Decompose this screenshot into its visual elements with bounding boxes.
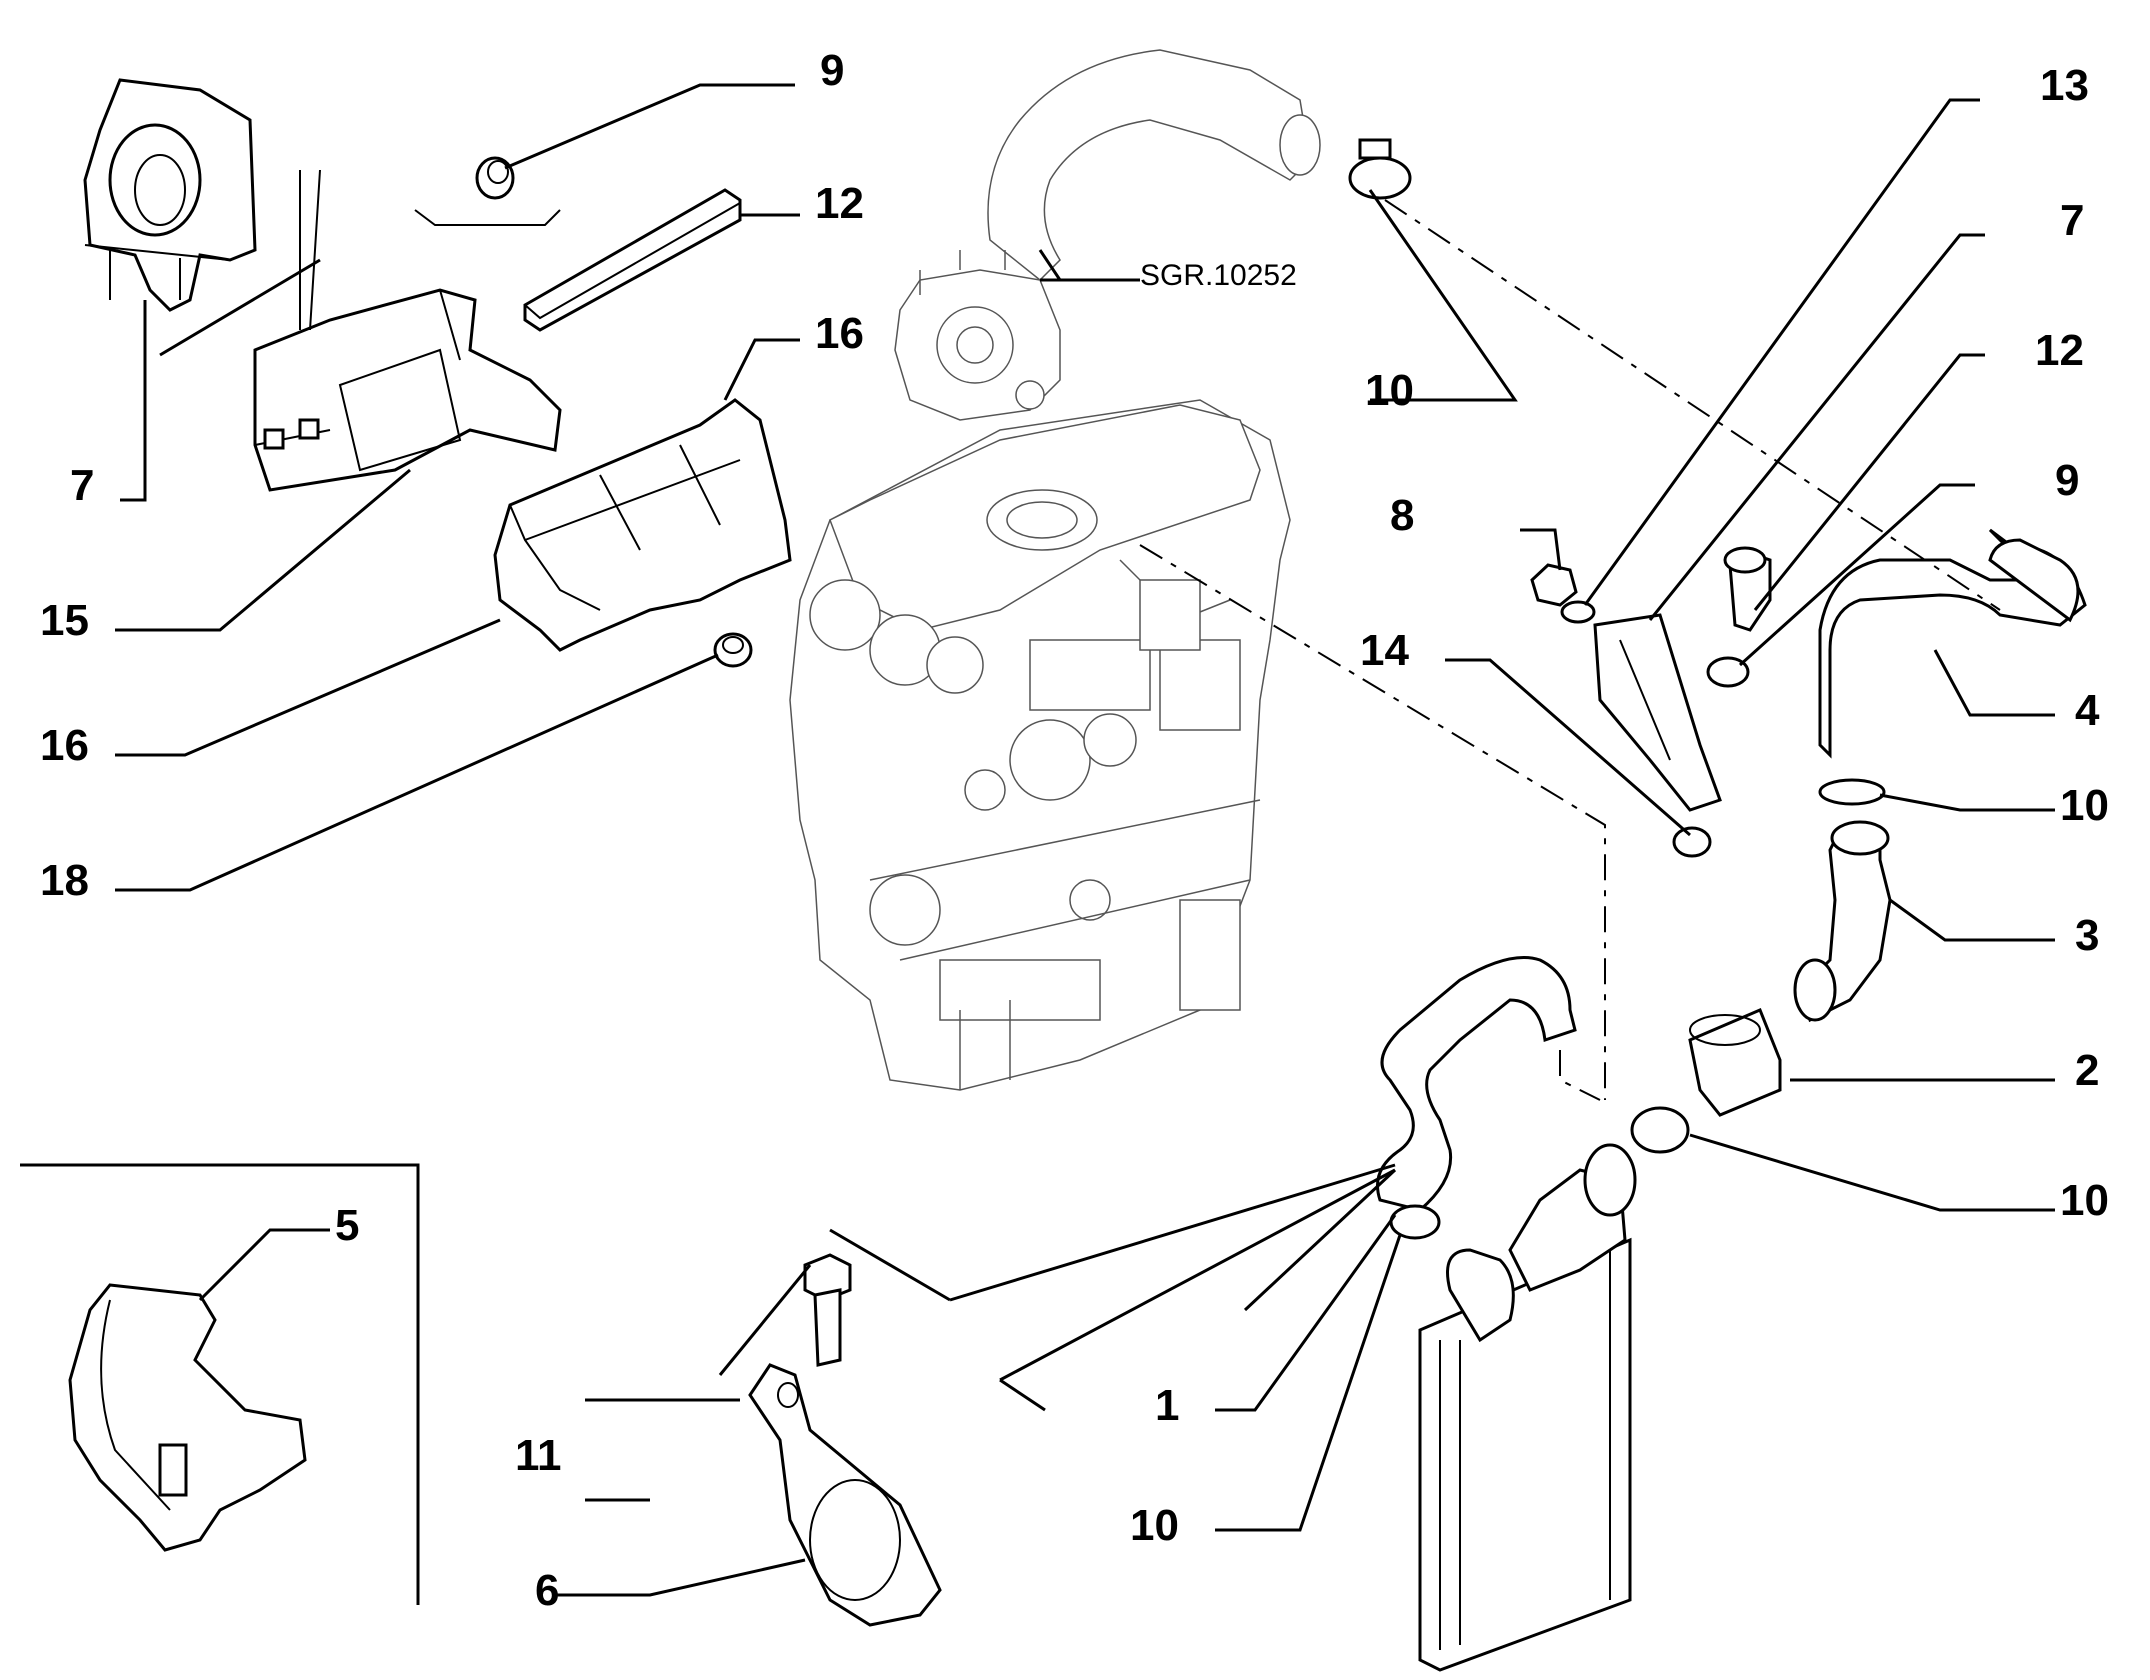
callout-6: 6: [535, 1566, 559, 1615]
bracket-lines-top: [414, 209, 561, 226]
sleeve-2: [1688, 1008, 1782, 1117]
hose-4: [1818, 528, 2087, 759]
bracket-7-top: [83, 78, 257, 312]
clamp-10-lower: [1389, 1204, 1441, 1240]
washer-13: [1560, 600, 1596, 624]
callout-16-top: 16: [815, 309, 864, 358]
callout-8: 8: [1390, 491, 1414, 540]
callout-12-right: 12: [2035, 326, 2084, 375]
callout-15: 15: [40, 596, 89, 645]
engine-cover-16: [493, 398, 792, 652]
callout-16-left: 16: [40, 721, 89, 770]
intercooler: [1418, 1143, 1637, 1672]
callout-3: 3: [2075, 911, 2099, 960]
callout-9-top: 9: [820, 46, 844, 95]
callout-10-right-upper: 10: [2060, 781, 2109, 830]
assembly-lines: [1139, 199, 2001, 1101]
reference-code: SGR.10252: [1140, 259, 1297, 292]
intake-manifold-assembly: [894, 49, 1321, 421]
callout-9-right: 9: [2055, 456, 2079, 505]
callout-14: 14: [1360, 626, 1409, 675]
bracket-14: [1593, 613, 1722, 812]
callout-7-right: 7: [2060, 196, 2084, 245]
callout-2: 2: [2075, 1046, 2099, 1095]
bracket-6: [748, 1363, 942, 1627]
callout-1: 1: [1155, 1381, 1179, 1430]
callout-18: 18: [40, 856, 89, 905]
nut-8: [1530, 563, 1578, 607]
grommet-18: [713, 632, 753, 668]
engine-block: [789, 399, 1291, 1091]
callout-7-left: 7: [70, 461, 94, 510]
leader-lines: [115, 83, 2055, 1597]
callout-13: 13: [2040, 61, 2089, 110]
callout-11: 11: [515, 1431, 562, 1480]
foam-strip-12: [523, 188, 742, 332]
clamp-10-right-upper: [1818, 778, 1886, 806]
grommet-14: [1672, 826, 1712, 858]
heat-shield-plate-15: [253, 169, 562, 492]
callout-10-top: 10: [1365, 366, 1414, 415]
inset-panel: [20, 1163, 420, 1605]
clamp-10-top: [1348, 138, 1412, 200]
nut-9-right: [1706, 656, 1750, 688]
callout-10-lower: 10: [1130, 1501, 1179, 1550]
elbow-3: [1793, 820, 1892, 1023]
bolt-12-right: [1723, 546, 1772, 632]
callout-5: 5: [335, 1201, 359, 1250]
callout-10-right-lower: 10: [2060, 1176, 2109, 1225]
clamp-10-right-lower: [1630, 1106, 1690, 1154]
callout-12-top: 12: [815, 179, 864, 228]
callout-4: 4: [2075, 686, 2100, 735]
nut-9-top: [475, 156, 515, 200]
hose-1: [1376, 956, 1577, 1212]
bolt-11: [803, 1253, 852, 1367]
callout-labels: 9 12 16 7 15 16 18 SGR.10252 10 13 7 12 …: [40, 46, 2109, 1615]
